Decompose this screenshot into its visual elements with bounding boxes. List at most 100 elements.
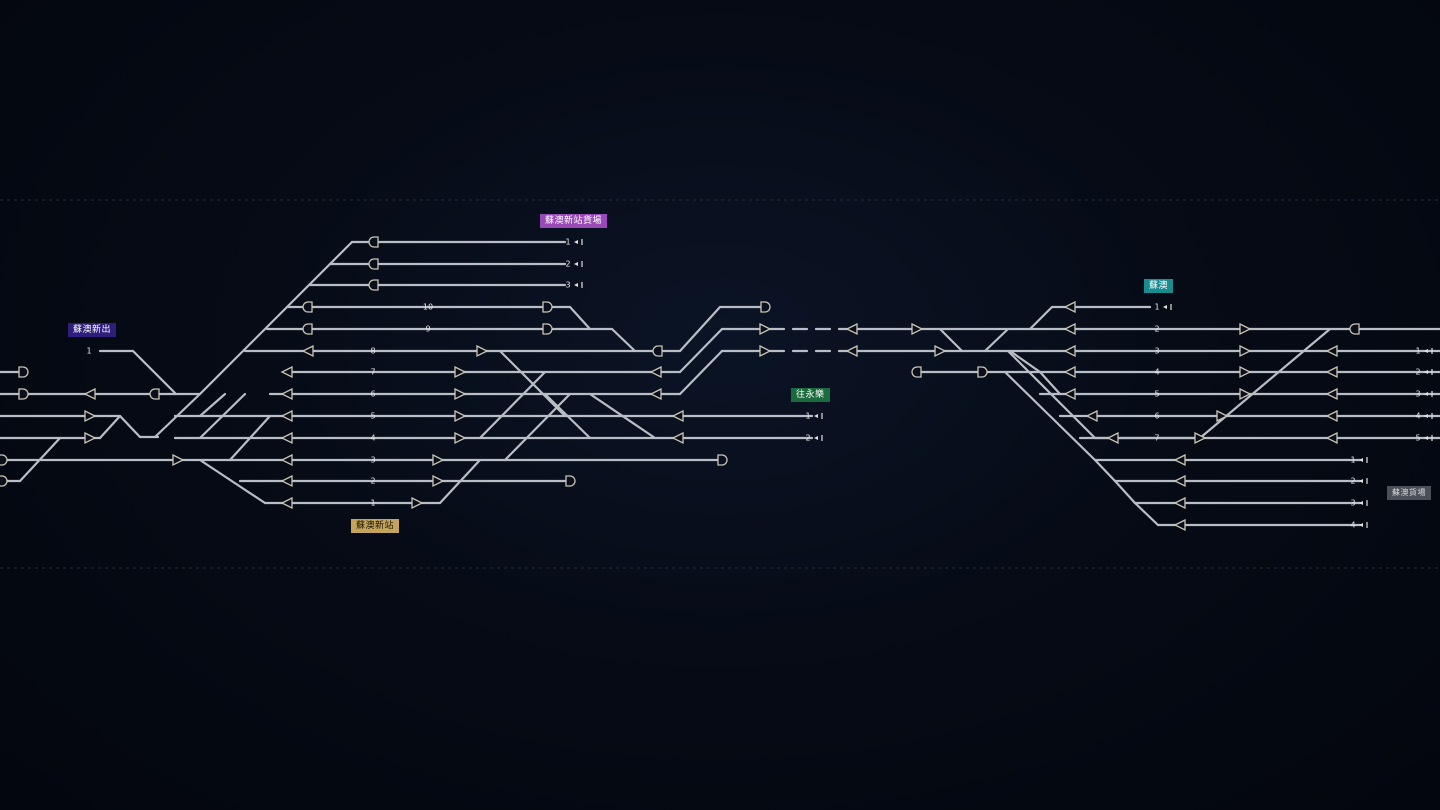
- buffer-stop-icon[interactable]: [18, 388, 29, 400]
- signal-icon[interactable]: [1239, 387, 1252, 401]
- buffer-stop-icon[interactable]: [1349, 323, 1360, 335]
- signal-icon[interactable]: [1194, 431, 1207, 445]
- main-track-number: 4: [370, 434, 375, 443]
- signal-icon[interactable]: [432, 474, 445, 488]
- buffer-stop-icon[interactable]: [911, 366, 922, 378]
- yongle-track-number: 1: [805, 412, 810, 421]
- signal-icon[interactable]: [280, 365, 293, 379]
- track-end-arrow-icon: [1424, 392, 1428, 396]
- signal-icon[interactable]: [1325, 344, 1338, 358]
- signal-icon[interactable]: [280, 387, 293, 401]
- buffer-stop-icon[interactable]: [542, 323, 553, 335]
- suao-yard-track-number: 2: [1350, 477, 1355, 486]
- signal-icon[interactable]: [649, 387, 662, 401]
- suao-track-number: 2: [1154, 325, 1159, 334]
- signal-icon[interactable]: [1085, 409, 1098, 423]
- buffer-stop-icon[interactable]: [977, 366, 988, 378]
- signal-icon[interactable]: [1063, 387, 1076, 401]
- buffer-stop-icon[interactable]: [368, 258, 379, 270]
- signal-icon[interactable]: [671, 431, 684, 445]
- buffer-stop-icon[interactable]: [760, 301, 771, 313]
- signal-icon[interactable]: [671, 409, 684, 423]
- signal-icon[interactable]: [454, 409, 467, 423]
- signal-icon[interactable]: [301, 344, 314, 358]
- signal-icon[interactable]: [934, 344, 947, 358]
- signal-icon[interactable]: [845, 322, 858, 336]
- signal-icon[interactable]: [432, 453, 445, 467]
- buffer-stop-icon[interactable]: [542, 301, 553, 313]
- buffer-stop-icon[interactable]: [0, 454, 8, 466]
- buffer-stop-icon[interactable]: [0, 475, 8, 487]
- signal-icon[interactable]: [1239, 344, 1252, 358]
- signal-icon[interactable]: [759, 344, 772, 358]
- track-segment: [478, 370, 547, 440]
- station-label-suao-new[interactable]: 蘇澳新站: [351, 519, 400, 533]
- buffer-stop-icon[interactable]: [565, 475, 576, 487]
- signal-icon[interactable]: [1173, 474, 1186, 488]
- signal-icon[interactable]: [1063, 300, 1076, 314]
- track-end-arrow-icon: [814, 414, 818, 418]
- signal-icon[interactable]: [1063, 365, 1076, 379]
- signal-icon[interactable]: [845, 344, 858, 358]
- signal-icon[interactable]: [476, 344, 489, 358]
- signal-icon[interactable]: [1325, 431, 1338, 445]
- station-label-west-exit[interactable]: 蘇澳新出: [68, 323, 117, 337]
- signal-icon[interactable]: [280, 409, 293, 423]
- track-segment: [198, 458, 267, 505]
- buffer-stop-icon[interactable]: [302, 323, 313, 335]
- signal-icon[interactable]: [454, 431, 467, 445]
- signal-icon[interactable]: [1173, 453, 1186, 467]
- suao-right-track-number: 1: [1415, 347, 1420, 356]
- buffer-stop-icon[interactable]: [717, 454, 728, 466]
- signal-icon[interactable]: [1106, 431, 1119, 445]
- buffer-stop-icon[interactable]: [368, 236, 379, 248]
- signal-icon[interactable]: [1063, 322, 1076, 336]
- signal-icon[interactable]: [84, 431, 97, 445]
- signal-icon[interactable]: [1173, 496, 1186, 510]
- signal-icon[interactable]: [1239, 322, 1252, 336]
- signal-icon[interactable]: [280, 496, 293, 510]
- signal-icon[interactable]: [1325, 387, 1338, 401]
- buffer-stop-icon[interactable]: [368, 279, 379, 291]
- signal-icon[interactable]: [1216, 409, 1229, 423]
- suao-right-track-number: 5: [1415, 434, 1420, 443]
- signal-icon[interactable]: [411, 496, 424, 510]
- station-label-yongle[interactable]: 往永樂: [791, 388, 830, 402]
- signal-icon[interactable]: [454, 365, 467, 379]
- suao-right-track-number: 4: [1415, 412, 1420, 421]
- buffer-stop-icon[interactable]: [18, 366, 29, 378]
- track-segment: [228, 414, 272, 462]
- track-segment: [1028, 305, 1054, 331]
- freight-track-number: 3: [565, 281, 570, 290]
- track-segment: [1003, 370, 1097, 462]
- signal-icon[interactable]: [1173, 518, 1186, 532]
- signal-icon[interactable]: [649, 365, 662, 379]
- signal-icon[interactable]: [84, 409, 97, 423]
- signal-icon[interactable]: [83, 387, 96, 401]
- signal-icon[interactable]: [759, 322, 772, 336]
- buffer-stop-icon[interactable]: [302, 301, 313, 313]
- track-segment: [678, 305, 722, 353]
- signal-icon[interactable]: [454, 387, 467, 401]
- station-label-freight-yard[interactable]: 蘇澳新站貨場: [540, 214, 608, 228]
- signal-icon[interactable]: [280, 431, 293, 445]
- signal-icon[interactable]: [1239, 365, 1252, 379]
- track-segment: [1008, 349, 1042, 374]
- station-label-suao[interactable]: 蘇澳: [1144, 279, 1174, 293]
- station-label-suao-yard[interactable]: 蘇澳貨場: [1387, 486, 1431, 500]
- track-segment: [118, 414, 142, 439]
- buffer-stop-icon[interactable]: [149, 388, 160, 400]
- buffer-stop-icon[interactable]: [652, 345, 663, 357]
- track-segment: [438, 458, 482, 505]
- signal-icon[interactable]: [172, 453, 185, 467]
- signal-icon[interactable]: [280, 453, 293, 467]
- signal-icon[interactable]: [911, 322, 924, 336]
- signal-icon[interactable]: [1325, 365, 1338, 379]
- signal-icon[interactable]: [1063, 344, 1076, 358]
- main-track-number: 6: [370, 390, 375, 399]
- track-end-arrow-icon: [574, 240, 578, 244]
- signal-icon[interactable]: [1325, 409, 1338, 423]
- signal-icon[interactable]: [280, 474, 293, 488]
- track-segment: [1093, 458, 1117, 483]
